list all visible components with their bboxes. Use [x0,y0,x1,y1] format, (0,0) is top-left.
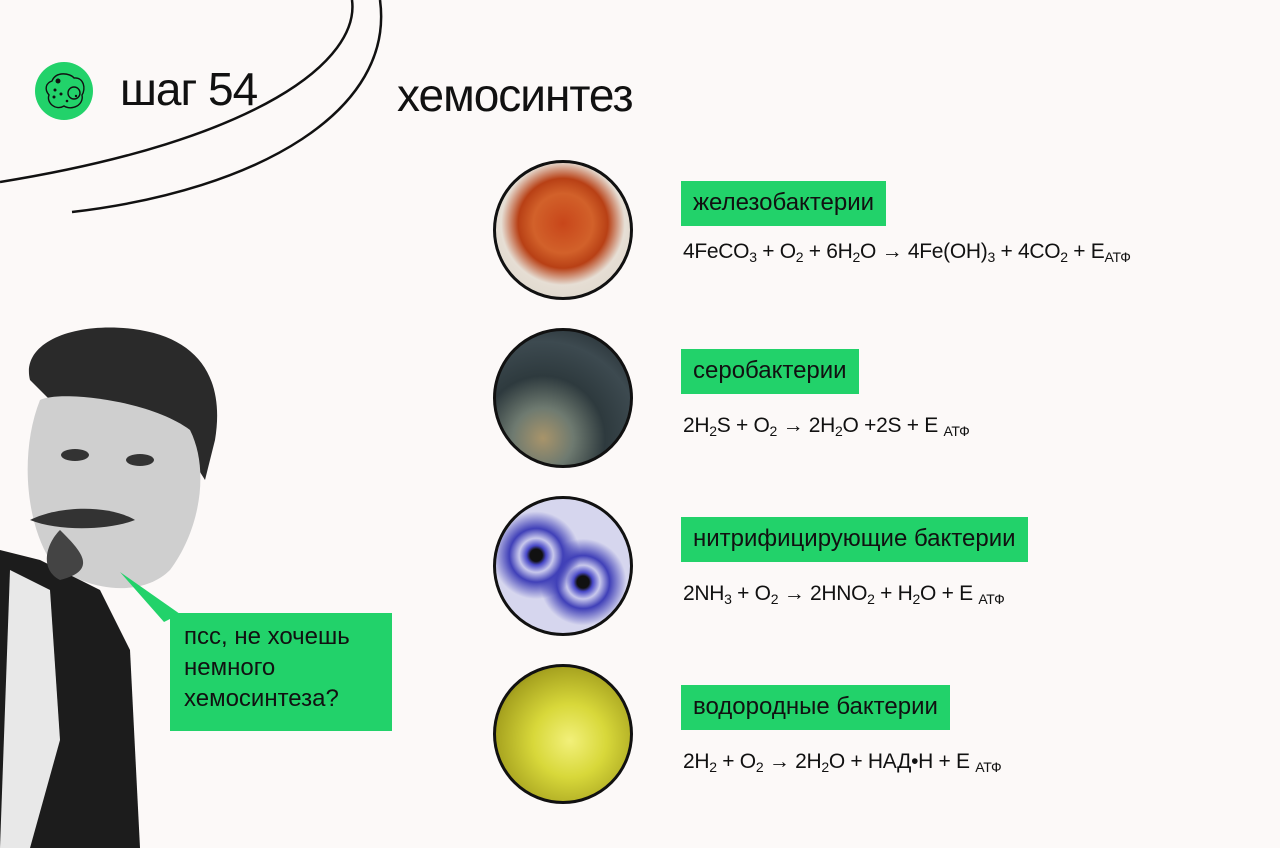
formula-text: 4FeCO [683,240,750,263]
formula-text: + 6H [803,240,853,263]
speech-bubble-tail [120,572,180,622]
category-tag: серобактерии [681,349,859,394]
formula-subscript: 2 [852,249,861,265]
formula-text: 2H [683,750,710,773]
formula-subscript: 3 [749,249,757,265]
formula-text: + O [731,582,771,605]
decorative-arcs [0,0,383,214]
formula-subscript: АТФ [1104,249,1131,265]
formula-text: O + НАД•Н + E [828,750,976,773]
formula-subscript: 2 [795,249,804,265]
category-tag: железобактерии [681,181,887,226]
formula-text: + O [716,750,756,773]
formula-subscript: АТФ [975,759,1002,775]
reaction-formula: 2NH3 + O2 → 2HNO2 + H2O + E АТФ [683,582,1005,607]
formula-text: O + E [920,582,979,605]
formula-text: + O [756,240,796,263]
formula-subscript: 3 [724,591,732,607]
formula-subscript: 2 [755,759,764,775]
formula-text: → 2HNO [778,582,868,605]
formula-text: + H [874,582,913,605]
speech-bubble: псс, не хочешь немного хемосинтеза? [170,613,392,731]
reaction-formula: 2H2 + O2 → 2H2O + НАД•Н + E АТФ [683,750,1002,775]
formula-subscript: 2 [1060,249,1068,265]
formula-subscript: 2 [769,423,778,439]
formula-text: O +2S + E [842,414,944,437]
reaction-formula: 4FeCO3 + O2 + 6H2O → 4Fe(OH)3 + 4CO2 + E… [683,240,1131,264]
category-tag: водородные бактерии [681,685,950,730]
scientist-portrait [0,327,218,848]
formula-text: 2NH [683,582,725,605]
formula-subscript: 3 [987,249,995,265]
formula-text: + 4CO [994,240,1061,263]
formula-text: 2H [683,414,710,437]
formula-subscript: 2 [835,423,843,439]
page-title: хемосинтез [397,69,634,121]
formula-subscript: 2 [709,759,717,775]
formula-subscript: 2 [912,591,921,607]
formula-subscript: 2 [770,591,779,607]
step-label: шаг 54 [120,63,258,115]
formula-subscript: АТФ [978,591,1005,607]
sulfur-bacteria-photo [493,328,633,468]
reaction-formula: 2H2S + O2 → 2H2O +2S + E АТФ [683,414,970,438]
formula-subscript: АТФ [943,423,970,439]
formula-text: → 2H [763,750,822,773]
nitrifying-bacteria-photo [493,496,633,636]
formula-text: O → 4Fe(OH) [860,240,988,263]
formula-text: → 2H [777,414,836,437]
formula-text: + E [1067,240,1105,263]
category-tag: нитрифицирующие бактерии [681,517,1028,562]
hydrogen-bacteria-photo [493,664,633,804]
formula-subscript: 2 [821,759,829,775]
formula-subscript: 2 [709,423,717,439]
formula-text: S + O [716,414,770,437]
cell-icon [35,62,93,120]
formula-subscript: 2 [867,591,875,607]
iron-bacteria-photo [493,160,633,300]
